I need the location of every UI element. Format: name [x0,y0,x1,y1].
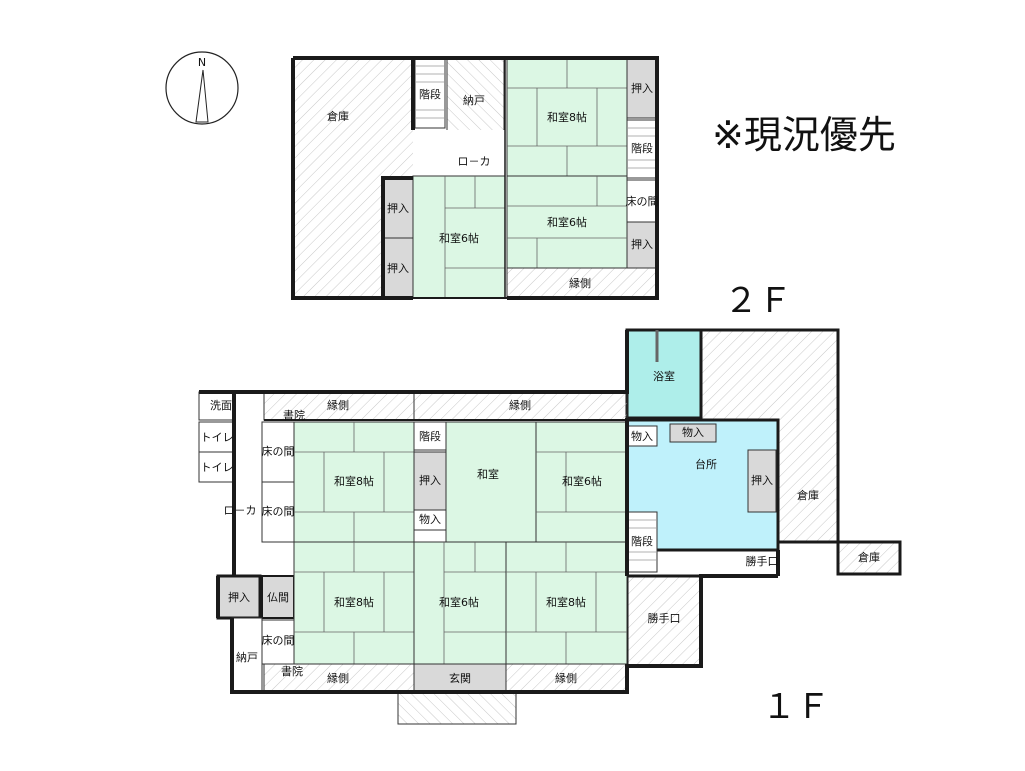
1f-nando-area [231,617,263,693]
1f-storage-a-label: 物入 [631,429,653,443]
1f-tokonoma-2-area [261,481,295,543]
1f-stairs-right-label: 階段 [631,534,653,548]
2f-closet-right-bottom-label: 押入 [631,237,653,251]
floor-label-2f: ２Ｆ [724,281,792,321]
1f-stairs-mid-area [413,421,447,451]
2f-room-6-left-label: 和室6帖 [439,231,479,245]
1f-veranda-bottom-right-area [505,663,628,693]
1f-entrance-steps [397,691,517,725]
1f-corridor-label: ロ－カ [224,504,257,517]
1f-kura-small-label: 倉庫 [858,550,880,564]
floor-label-1f: １Ｆ [762,687,830,727]
1f-washroom-area [198,391,235,421]
1f-tokonoma-1-label: 床の間 [262,444,295,458]
first-floor: 洗面 トイレ トイレ ロ－カ 縁側 縁側 書院 床の間 床の間 和室8帖 階段 … [198,328,902,725]
2f-stairs-a-label: 階段 [419,87,441,101]
1f-toilet-1-area [198,421,235,453]
1f-back-entry-label: 勝手口 [648,611,681,625]
1f-room-6-bottom-label: 和室6帖 [439,595,479,609]
1f-kitchen-label: 台所 [695,457,717,471]
compass-needle [195,69,209,123]
1f-bath [625,328,703,420]
1f-kura-label: 倉庫 [797,488,819,502]
2f-stairs-b-label: 階段 [631,141,653,155]
2f-storage-label: 倉庫 [327,109,349,123]
1f-stairs-mid-label: 階段 [419,429,441,443]
1f-closet-mid-area [413,451,447,511]
2f-nando-label: 納戸 [463,94,485,107]
1f-shoin-bottom-label: 書院 [281,664,303,678]
1f-washroom-label: 洗面 [210,399,232,412]
1f-kura-small-area [836,540,902,576]
1f-room-8-bottom-right-label: 和室8帖 [546,595,586,609]
1f-storage-b-area [669,423,717,443]
1f-butsuma-label: 仏間 [267,591,289,604]
1f-toilet-2-area [198,451,235,483]
1f-storage-b-label: 物入 [682,425,704,439]
1f-tokonoma-2-label: 床の間 [262,504,295,518]
1f-room-8-bottom-left-label: 和室8帖 [334,595,374,609]
1f-closet-kitchen-label: 押入 [751,473,773,487]
1f-tokonoma-3-label: 床の間 [262,633,295,647]
1f-toilet-2-label: トイレ [201,461,234,474]
compass-circle [165,51,239,125]
1f-closet-mid-label: 押入 [419,473,441,487]
1f-entrance-label: 玄関 [449,671,471,685]
2f-veranda-label: 縁側 [569,276,591,290]
2f-closet-right-top [626,57,658,119]
1f-room-6-top-label: 和室6帖 [562,474,602,488]
2f-room-6-right [506,175,628,269]
2f-tokonoma-label: 床の間 [626,194,659,208]
status-note: ※現況優先 [712,113,896,157]
compass: N [165,51,239,125]
2f-room-6-right-label: 和室6帖 [547,215,587,229]
2f-room-6-left [412,175,506,299]
1f-toilet-1-label: トイレ [201,431,234,444]
1f-nando-label: 納戸 [236,651,258,664]
2f-closet-left-bottom-label: 押入 [387,261,409,275]
1f-back-door-label: 勝手口 [746,554,779,568]
1f-washitsu-label: 和室 [477,467,499,481]
1f-veranda-bottom-right-label: 縁側 [555,671,577,685]
2f-corridor-label: ロ－カ [458,155,491,168]
1f-veranda-top-right-area [413,391,628,421]
1f-closet-left-label: 押入 [228,590,250,604]
1f-room-6-bottom [413,541,507,665]
2f-closet-right-bottom [626,221,658,269]
1f-shoin-top-label: 書院 [283,408,305,422]
2f-veranda-area [506,267,658,299]
1f-entrance-area [413,663,507,693]
1f-veranda-bottom-left-label: 縁側 [327,671,349,685]
1f-room-6-top [535,421,628,543]
1f-bath-label: 浴室 [653,369,675,383]
2f-closet-right-top-label: 押入 [631,81,653,95]
2f-stairs-a-area [414,57,446,129]
1f-tokonoma-3-area [261,619,295,665]
1f-washitsu [445,421,537,543]
2f-closet-left-top-label: 押入 [387,201,409,215]
second-floor: 倉庫 階段 納戸 ロ－カ 和室8帖 押入 階段 床の間 押入 押入 和室6帖 和… [291,56,659,300]
1f-room-8-top-label: 和室8帖 [334,474,374,488]
1f-veranda-top-left-label: 縁側 [327,398,349,412]
1f-tokonoma-1-area [261,421,295,483]
1f-storage-small-label: 物入 [419,512,441,526]
1f-veranda-top-right-label: 縁側 [509,398,531,412]
compass-north-label: N [198,56,206,69]
1f-closet-kitchen-area [747,449,777,513]
2f-corridor-area [413,130,507,175]
1f-stairs-right-area [626,511,658,573]
2f-room-8-label: 和室8帖 [547,110,587,124]
